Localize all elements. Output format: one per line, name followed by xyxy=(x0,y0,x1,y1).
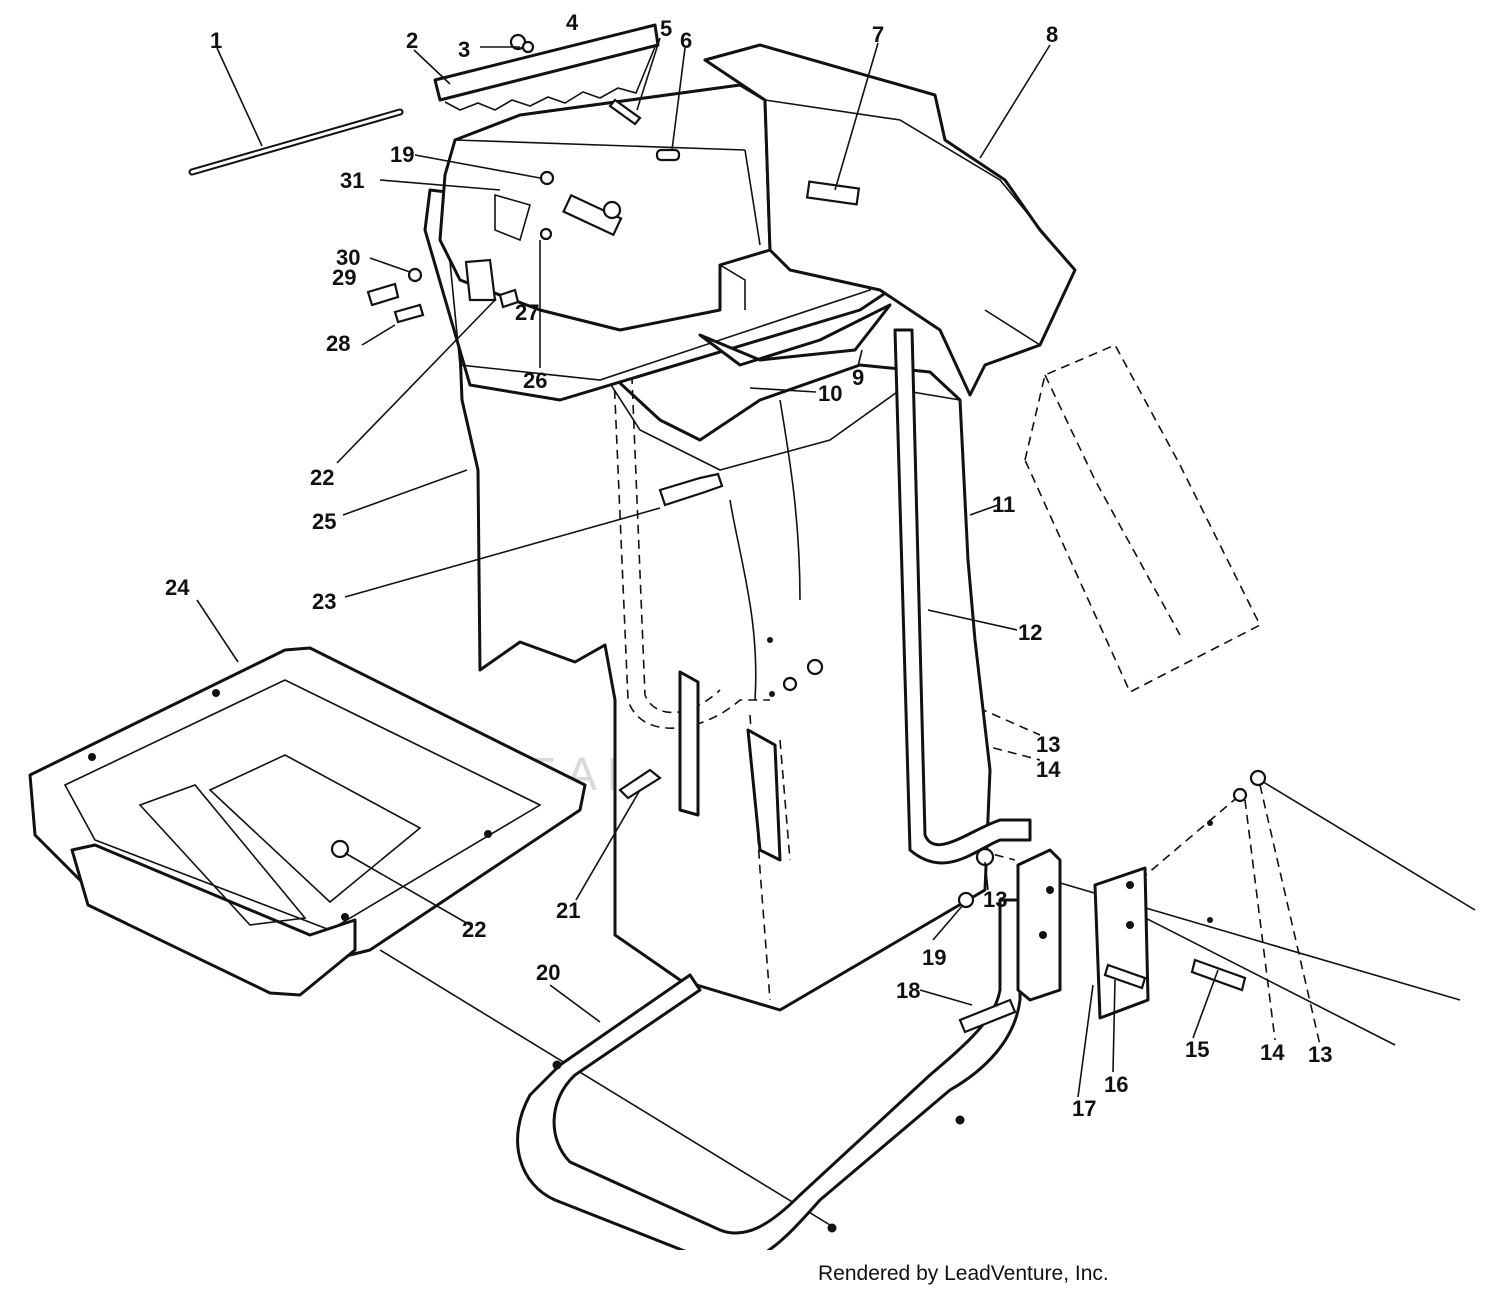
callout-31: 31 xyxy=(340,168,364,193)
washer-30 xyxy=(407,267,423,283)
callout-30: 30 xyxy=(336,245,360,270)
leader-lines xyxy=(196,37,1219,1098)
callout-21: 21 xyxy=(556,898,580,923)
clip-23 xyxy=(658,472,724,507)
fastener-27 xyxy=(498,288,520,309)
base-tray xyxy=(28,646,587,997)
callout-20: 20 xyxy=(536,960,560,985)
callout-12: 12 xyxy=(1018,620,1042,645)
screw-28 xyxy=(393,303,425,324)
bracket-22-top xyxy=(464,258,497,302)
callout-29: 29 xyxy=(332,265,356,290)
callout-13a: 13 xyxy=(1036,732,1060,757)
callout-6: 6 xyxy=(680,28,692,53)
support-frame-tube xyxy=(611,328,1032,865)
washer-19-lower xyxy=(957,891,975,909)
bolt-18 xyxy=(958,998,1017,1034)
callout-4: 4 xyxy=(566,10,579,35)
callout-10: 10 xyxy=(818,381,842,406)
bolt-29 xyxy=(366,282,400,307)
callout-13b: 13 xyxy=(983,887,1007,912)
credit-text: Rendered by LeadVenture, Inc. xyxy=(818,1262,1109,1285)
pin-22-lower xyxy=(330,839,350,859)
callout-15: 15 xyxy=(1185,1037,1209,1062)
callout-3: 3 xyxy=(458,37,470,62)
callout-9: 9 xyxy=(852,365,864,390)
callout-7: 7 xyxy=(872,22,884,47)
callout-25: 25 xyxy=(312,509,336,534)
callout-17: 17 xyxy=(1072,1096,1096,1121)
nut-13-right xyxy=(1249,769,1267,787)
callout-1: 1 xyxy=(210,28,222,53)
callout-5: 5 xyxy=(660,16,672,41)
callout-22a: 22 xyxy=(310,465,334,490)
callout-13c: 13 xyxy=(1308,1042,1332,1067)
screw-21 xyxy=(618,768,662,800)
callout-27: 27 xyxy=(515,300,539,325)
side-brackets xyxy=(678,670,1150,1020)
pin-6 xyxy=(655,148,681,162)
callout-19a: 19 xyxy=(390,142,414,167)
washer-3 xyxy=(521,40,535,54)
callout-18: 18 xyxy=(896,978,920,1003)
callout-11: 11 xyxy=(992,492,1015,517)
washer-14-right xyxy=(1232,787,1248,803)
screw-5 xyxy=(608,98,642,126)
callout-14b: 14 xyxy=(1260,1040,1285,1065)
callout-19b: 19 xyxy=(922,945,946,970)
decal-plate xyxy=(805,180,861,206)
bagger-exploded-parts-diagram: LEADVENTURE xyxy=(28,10,1476,1250)
callouts: 1 2 3 4 5 6 7 8 9 10 11 12 13 14 13 19 1… xyxy=(165,10,1332,1121)
callout-23: 23 xyxy=(312,589,336,614)
callout-24: 24 xyxy=(165,575,190,600)
ghost-chute-outline xyxy=(1024,343,1262,694)
callout-2: 2 xyxy=(406,28,418,53)
callout-14a: 14 xyxy=(1036,757,1061,782)
callout-28: 28 xyxy=(326,331,350,356)
nut-19-top xyxy=(539,170,555,186)
discharge-chute xyxy=(703,43,1077,397)
callout-22b: 22 xyxy=(462,917,486,942)
hardware xyxy=(366,33,1267,1034)
callout-16: 16 xyxy=(1104,1072,1128,1097)
knob-top xyxy=(602,200,622,220)
callout-8: 8 xyxy=(1046,22,1058,47)
bolt-15 xyxy=(1190,958,1247,992)
callout-26: 26 xyxy=(523,368,547,393)
